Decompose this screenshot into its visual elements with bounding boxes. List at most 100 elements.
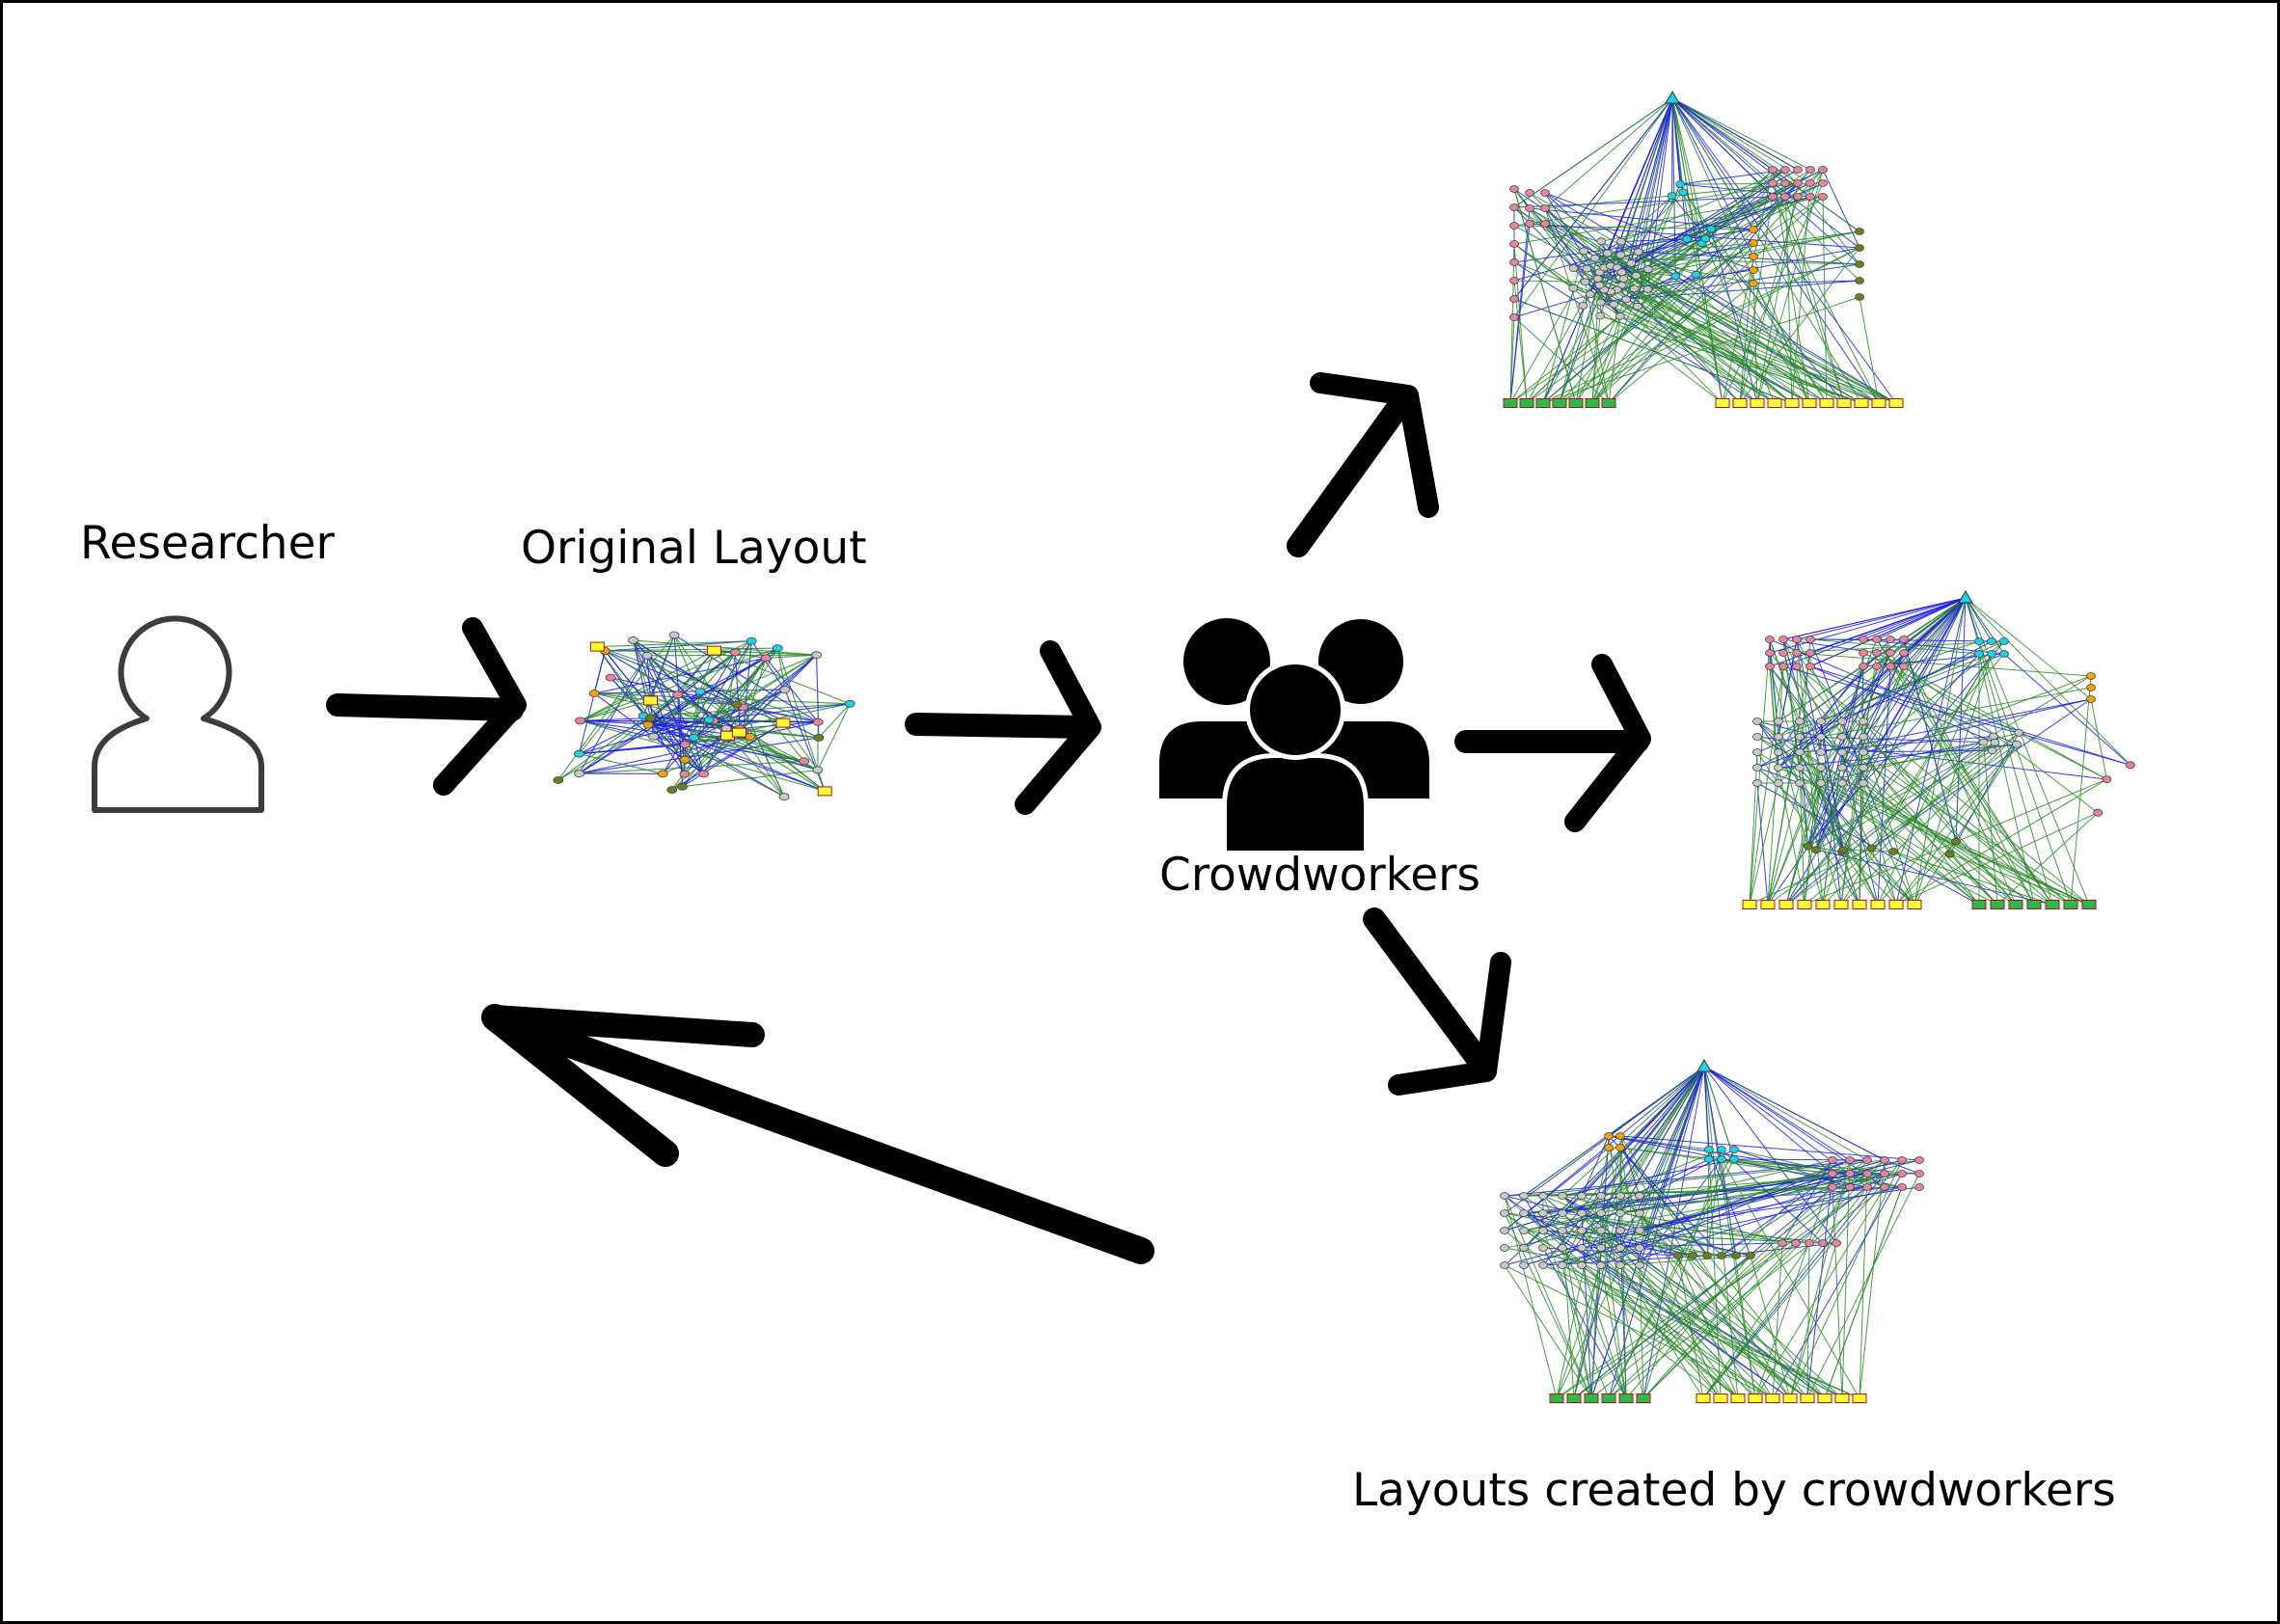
graph-edge [1573, 1255, 1751, 1399]
graph-edge [1862, 736, 2072, 906]
graph-node [1519, 1227, 1529, 1234]
graph-nodes [553, 631, 855, 800]
graph-node [1509, 313, 1519, 321]
graph-edge [1820, 720, 1844, 851]
graph-edge [1573, 267, 1880, 404]
graph-label-box [2026, 900, 2042, 909]
graph-node [1585, 290, 1595, 299]
graph-label-box [1519, 398, 1534, 408]
graph-edge [1608, 1147, 1722, 1399]
graph-node [1635, 1192, 1644, 1200]
graph-edge [1799, 782, 1879, 906]
graph-edge [1752, 269, 1758, 404]
graph-node [1633, 248, 1643, 257]
graph-edge [597, 646, 819, 723]
graph-node [1862, 1170, 1872, 1177]
graph-edge [1529, 192, 1897, 404]
graph-label-box [1800, 1394, 1815, 1403]
graph-edge [1647, 97, 1673, 289]
graph-edge [605, 650, 738, 706]
graph-node [812, 766, 824, 774]
graph-node [1596, 1244, 1606, 1252]
graph-node [1704, 1146, 1714, 1153]
graph-edge [1701, 182, 1774, 244]
graph-node [1828, 1156, 1837, 1164]
graph-node [1886, 663, 1895, 670]
graph-node [745, 732, 756, 741]
graph-edge [1799, 720, 2090, 906]
graph-node [1615, 1227, 1625, 1234]
graph-node [1914, 1156, 1924, 1164]
graph-node [1765, 649, 1775, 657]
graph-node [1538, 1244, 1548, 1252]
graph-label-box [1601, 398, 1616, 408]
graph-edge [1600, 1230, 1826, 1399]
graph-edge [596, 646, 651, 718]
graph-edge [1796, 638, 1864, 769]
graph-node [1582, 264, 1592, 273]
graph-edge [1619, 1135, 1920, 1161]
graph-edge [1754, 1173, 1833, 1399]
graph-node [668, 631, 680, 639]
graph-edge [1785, 767, 1822, 906]
graph-node [1519, 1261, 1529, 1269]
graph-node [588, 690, 600, 697]
graph-node [1602, 249, 1613, 257]
graph-label-box [1549, 1394, 1564, 1403]
graph-edge [1544, 207, 1793, 404]
graph-edge [1620, 169, 1786, 242]
graph-edge [1702, 1159, 1903, 1399]
graph-node [1774, 779, 1783, 787]
graph-edge [1799, 767, 1805, 906]
graph-node [1792, 636, 1802, 643]
graph-edge [1509, 207, 1531, 404]
graph-edge [1542, 1173, 1868, 1214]
graph-edge [1782, 665, 2131, 766]
graph-node [1579, 247, 1588, 256]
graph-edge [1778, 736, 1824, 906]
graph-node [1616, 268, 1627, 277]
graph-node [1886, 636, 1895, 643]
graph-node [1717, 1252, 1726, 1259]
graph-edge [1796, 597, 1967, 640]
graph-node [2086, 672, 2096, 680]
graph-edges [1509, 97, 1897, 404]
researcher-label: Researcher [80, 517, 335, 570]
graph-edge [1573, 287, 1897, 404]
graph-edge [1721, 1158, 1756, 1399]
users-icon [1159, 618, 1429, 855]
graph-edge [605, 647, 778, 652]
graph-edge [1703, 1066, 1833, 1175]
graph-node [1778, 663, 1788, 670]
graph-edge [1608, 169, 1824, 404]
graph-edge [1639, 1186, 1868, 1232]
graph-node [1990, 738, 2000, 746]
graph-edge [1965, 597, 2092, 700]
graph-label-box [1819, 398, 1834, 408]
graph-edge [594, 692, 714, 721]
graph-edge [1703, 1066, 1886, 1188]
graph-edge [1815, 665, 1864, 851]
graph-node [1914, 1170, 1924, 1177]
graph-node [575, 717, 585, 725]
graph-node [1899, 636, 1909, 643]
graph-edge [1591, 243, 1703, 404]
graph-node [1717, 1146, 1726, 1153]
crowd-layout-graph-bottom [1500, 1059, 1924, 1403]
graph-node [1914, 1183, 1924, 1191]
graph-edge [1806, 1173, 1833, 1399]
graph-node [1811, 846, 1821, 854]
graph-node [1577, 1244, 1587, 1252]
graph-label-box [1870, 900, 1886, 909]
graph-edge [1671, 97, 1774, 198]
graph-edge [1589, 293, 1776, 404]
graph-edge [1523, 1066, 1705, 1197]
graph-node [1780, 193, 1790, 201]
graph-edge [1756, 782, 1769, 906]
graph-edge [1784, 196, 1845, 404]
graph-node [1615, 1261, 1625, 1269]
graph-edge [1561, 1230, 1592, 1399]
graph-node [1816, 717, 1826, 725]
graph-node [812, 717, 824, 726]
graph-node [1509, 277, 1519, 284]
